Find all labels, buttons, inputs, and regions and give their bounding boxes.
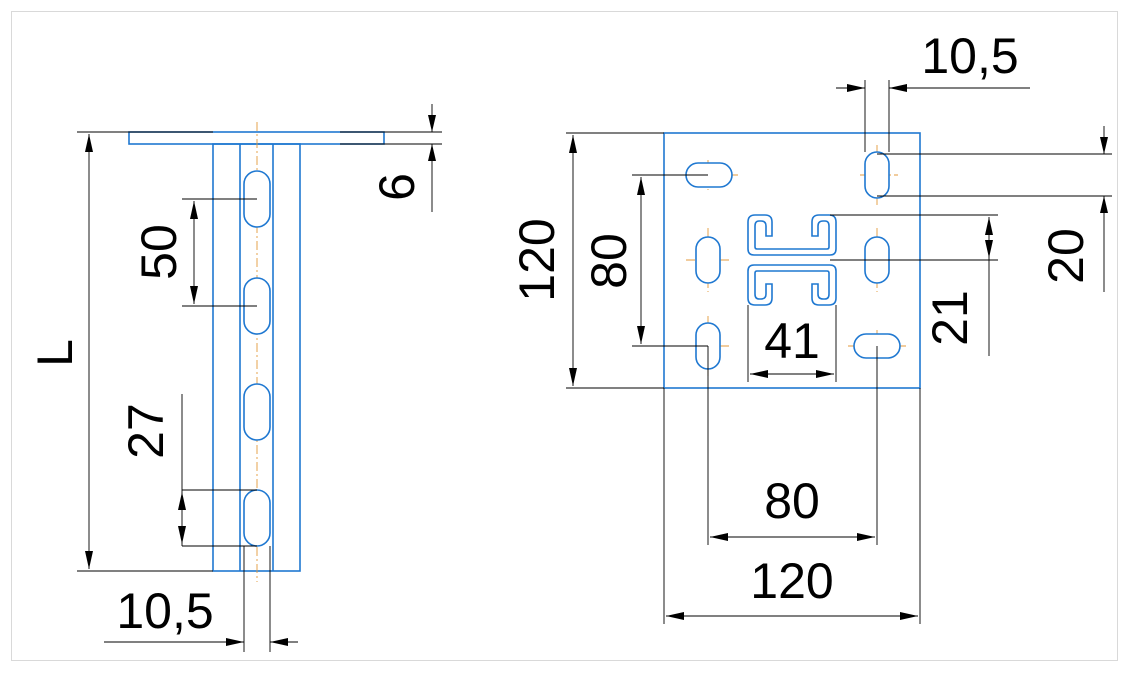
dim-slot-length-label: 27 bbox=[118, 403, 174, 459]
dim-plate-width-label: 120 bbox=[750, 553, 833, 609]
dim-hole-spacing-horizontal bbox=[707, 346, 878, 545]
dim-hole-spacing-vertical bbox=[632, 174, 708, 347]
channel-profile-section bbox=[747, 214, 837, 306]
dim-plate-height bbox=[566, 132, 664, 389]
mounting-plate-side bbox=[128, 131, 385, 145]
dim-profile-height bbox=[830, 214, 998, 356]
side-view bbox=[128, 122, 385, 582]
dim-profile-width bbox=[747, 305, 837, 382]
dim-hole-offset bbox=[877, 126, 1112, 292]
dim-profile-width-label: 41 bbox=[764, 313, 820, 369]
plate-slot-vertical bbox=[695, 236, 721, 284]
dim-slot-pitch-label: 50 bbox=[131, 224, 187, 280]
dim-slot-width-label: 10,5 bbox=[116, 583, 213, 639]
dim-hole-offset-label: 20 bbox=[1038, 228, 1094, 284]
dim-plate-height-label: 120 bbox=[509, 218, 565, 301]
side-slot bbox=[243, 383, 271, 441]
dim-hole-spacing-vertical-label: 80 bbox=[581, 233, 637, 289]
dim-slot-length bbox=[178, 394, 257, 547]
dim-hole-diameter bbox=[836, 80, 1030, 152]
dim-slot-pitch bbox=[182, 198, 257, 307]
dim-hole-diameter-label: 10,5 bbox=[921, 28, 1018, 84]
dim-hole-spacing-horizontal-label: 80 bbox=[764, 473, 820, 529]
dim-length-label: L bbox=[27, 339, 83, 367]
dim-plate-thickness-label: 6 bbox=[369, 173, 425, 201]
plate-slot-vertical bbox=[864, 151, 890, 199]
dim-slot-width bbox=[104, 546, 298, 652]
drawing-frame bbox=[11, 11, 1118, 661]
dim-plate-thickness bbox=[340, 104, 442, 212]
mounting-plate-front bbox=[663, 132, 921, 389]
dim-profile-height-label: 21 bbox=[922, 290, 978, 346]
channel-outer-wall bbox=[212, 143, 301, 572]
dim-plate-width bbox=[663, 388, 921, 624]
side-slot bbox=[243, 489, 271, 547]
dim-length bbox=[77, 131, 213, 572]
